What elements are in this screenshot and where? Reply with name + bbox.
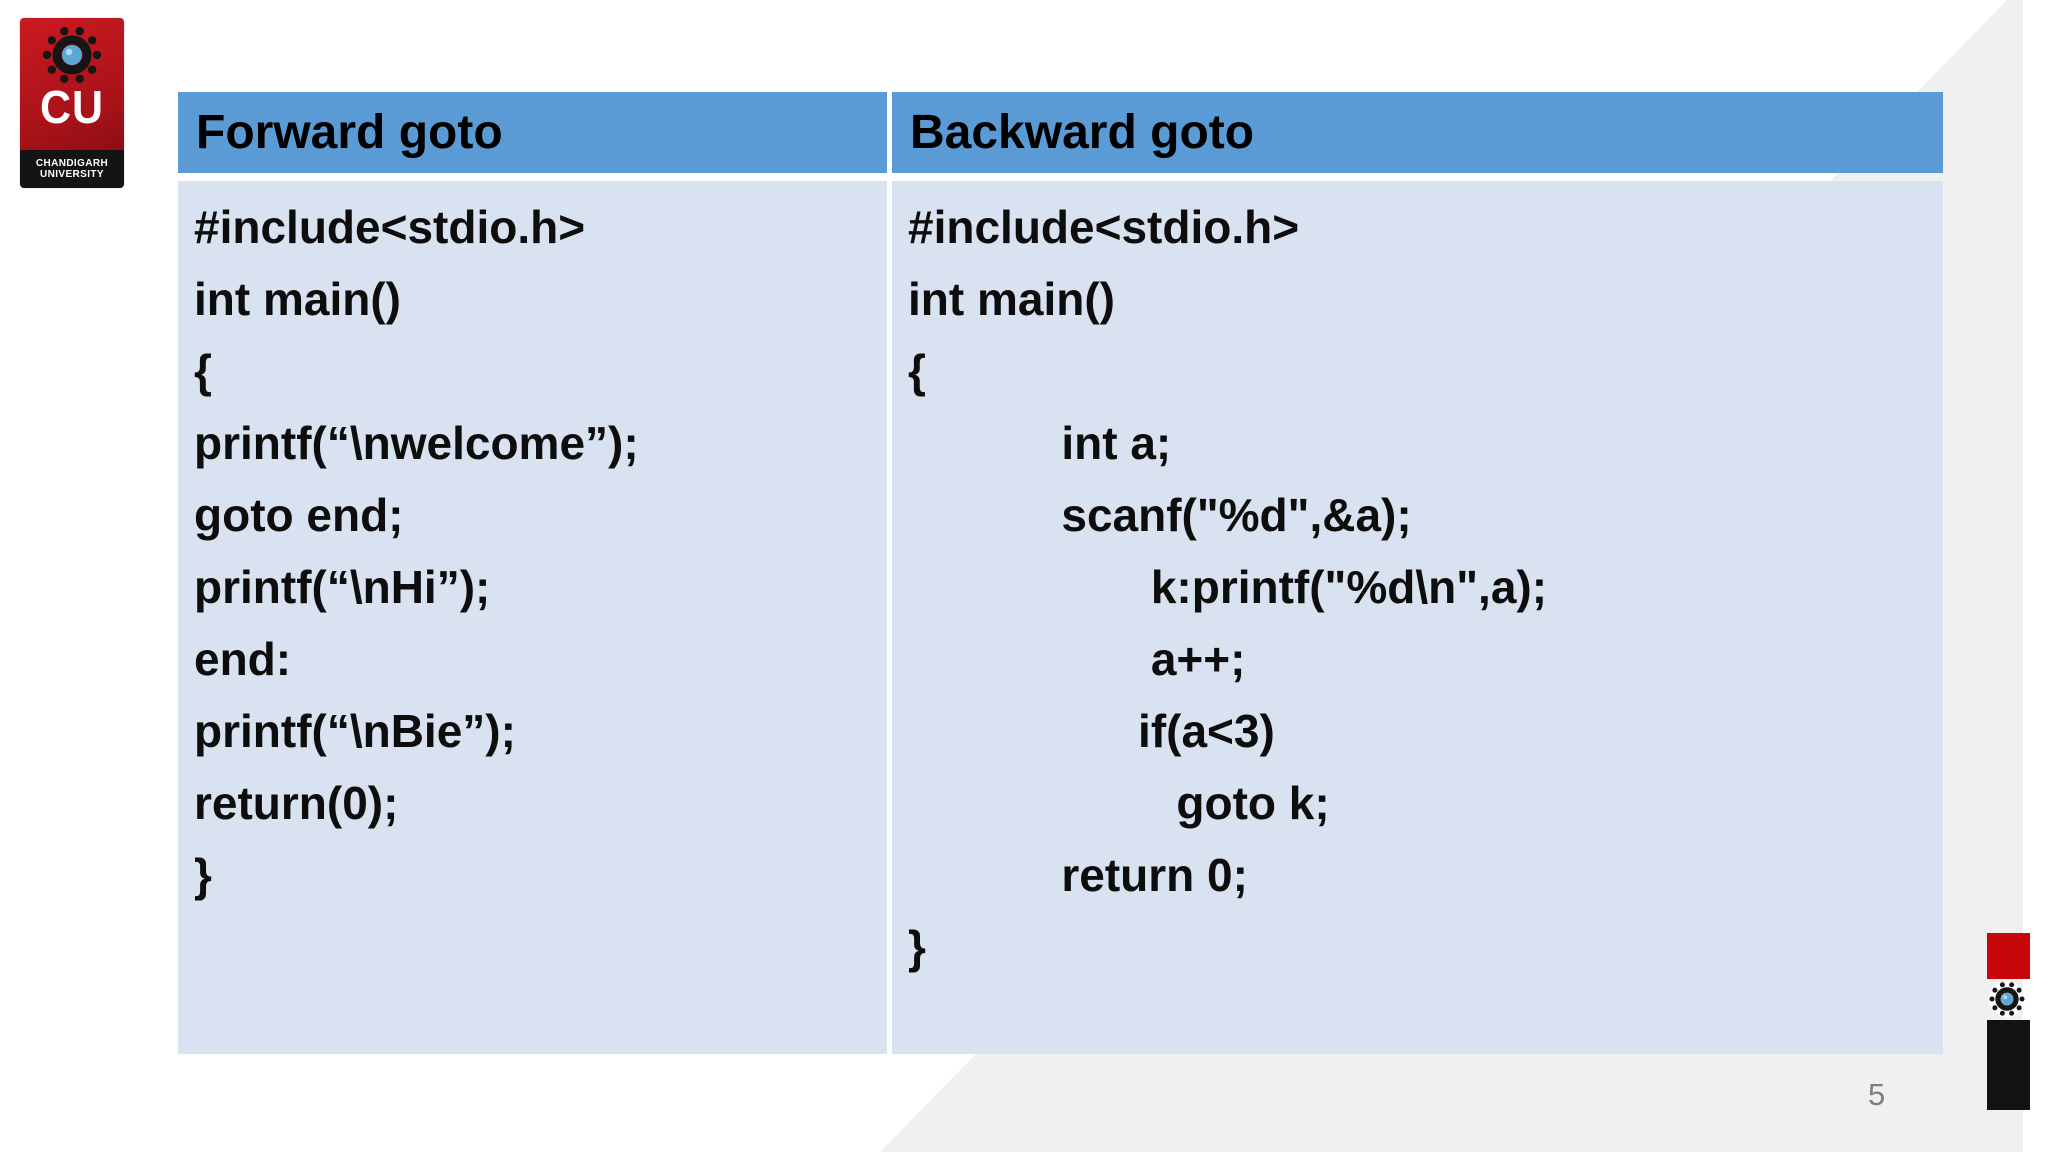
code-line: } bbox=[908, 921, 926, 973]
logo-red-panel: CU bbox=[20, 18, 124, 150]
code-line: #include<stdio.h> bbox=[908, 201, 1300, 253]
logo-name-line1: CHANDIGARH bbox=[35, 158, 109, 169]
code-line: goto k; bbox=[908, 777, 1330, 829]
code-line: printf(“\nHi”); bbox=[194, 561, 491, 613]
cu-emblem-icon bbox=[1989, 981, 2025, 1017]
code-line: goto end; bbox=[194, 489, 404, 541]
code-line: #include<stdio.h> bbox=[194, 201, 586, 253]
code-line: k:printf("%d\n",a); bbox=[908, 561, 1548, 613]
comparison-table: Forward goto Backward goto #include<stdi… bbox=[178, 92, 1943, 1054]
backward-goto-code-cell: #include<stdio.h> int main() { int a; sc… bbox=[892, 181, 1943, 1054]
code-line: scanf("%d",&a); bbox=[908, 489, 1412, 541]
code-line: { bbox=[194, 345, 212, 397]
code-line: int main() bbox=[908, 273, 1115, 325]
code-line: printf(“\nBie”); bbox=[194, 705, 516, 757]
code-line: int main() bbox=[194, 273, 401, 325]
code-line: return 0; bbox=[908, 849, 1248, 901]
table-header-forward-goto: Forward goto bbox=[178, 92, 887, 173]
code-line: end: bbox=[194, 633, 292, 685]
decoration-red-square bbox=[1987, 933, 2030, 979]
code-line: int a; bbox=[908, 417, 1172, 469]
code-line: a++; bbox=[908, 633, 1246, 685]
logo-abbreviation: CU bbox=[39, 82, 105, 134]
code-line: if(a<3) bbox=[908, 705, 1275, 757]
logo-name-line2: UNIVERSITY bbox=[39, 169, 104, 180]
forward-goto-code-cell: #include<stdio.h> int main() { printf(“\… bbox=[178, 181, 887, 1054]
code-line: return(0); bbox=[194, 777, 399, 829]
decoration-black-bar bbox=[1987, 1020, 2030, 1110]
table-header-backward-goto: Backward goto bbox=[892, 92, 1943, 173]
cu-emblem-icon bbox=[42, 27, 102, 83]
logo-name-band: CHANDIGARH UNIVERSITY bbox=[20, 150, 124, 188]
code-line: printf(“\nwelcome”); bbox=[194, 417, 639, 469]
university-logo: CU CHANDIGARH UNIVERSITY bbox=[20, 18, 124, 188]
code-line: { bbox=[908, 345, 926, 397]
page-number: 5 bbox=[1868, 1077, 1886, 1112]
code-line: } bbox=[194, 849, 212, 901]
